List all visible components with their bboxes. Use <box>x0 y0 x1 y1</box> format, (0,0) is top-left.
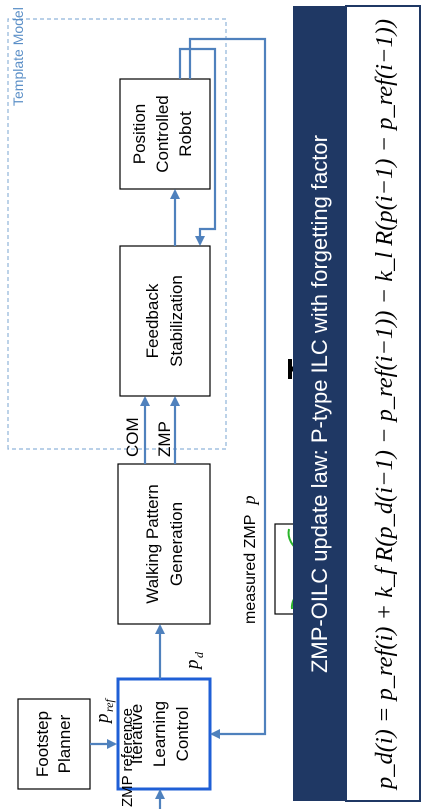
feedback-line2: Stabilization <box>167 275 186 367</box>
com-label: COM <box>123 417 142 457</box>
p-d-subscript: d <box>192 651 206 658</box>
template-model-region <box>7 18 227 450</box>
zmp-label: ZMP <box>155 421 174 457</box>
walking-pattern-line2: Generation <box>167 502 186 586</box>
p-ref-subscript: ref <box>102 697 116 712</box>
p-d-label: p <box>182 660 203 672</box>
ilc-line2: Learning <box>150 701 169 767</box>
ilc-line1: Iterative <box>127 704 146 764</box>
update-law-banner <box>293 6 346 801</box>
feedback-line1: Feedback <box>143 283 162 358</box>
update-law-title: ZMP-OILC update law: P-type ILC with for… <box>307 135 332 673</box>
robot-line3: Robot <box>176 111 195 157</box>
walking-pattern-line1: Walking Pattern <box>143 484 162 603</box>
update-law-equation: p_d(i) = p_ref(i) + k_f R(p_d(i−1) − p_r… <box>372 19 398 791</box>
ilc-line3: Control <box>173 707 192 762</box>
measured-zmp-loop <box>188 37 267 739</box>
footstep-planner-block: Footstep Planner <box>17 698 91 790</box>
template-model-label: Template Model <box>10 7 26 106</box>
footstep-planner-line1: Footstep <box>33 711 52 777</box>
robot-block: Position Controlled Robot <box>119 78 211 190</box>
feedback-block: Feedback Stabilization <box>119 245 211 397</box>
footstep-planner-line2: Planner <box>55 714 74 773</box>
walking-pattern-block: Walking Pattern Generation <box>117 463 211 625</box>
robot-line2: Controlled <box>153 95 172 173</box>
measured-zmp-p: p <box>239 495 259 506</box>
ilc-block: Iterative Learning Control <box>116 677 212 791</box>
p-ref-label: p <box>92 714 113 726</box>
robot-line1: Position <box>130 104 149 164</box>
robot-loop-arrow <box>178 47 217 246</box>
measured-zmp-label: measured ZMP p <box>239 495 259 624</box>
zmp-reference-label: ZMP reference <box>119 708 136 807</box>
measured-zmp-text: measured ZMP <box>242 515 259 624</box>
equation-box <box>345 5 421 802</box>
